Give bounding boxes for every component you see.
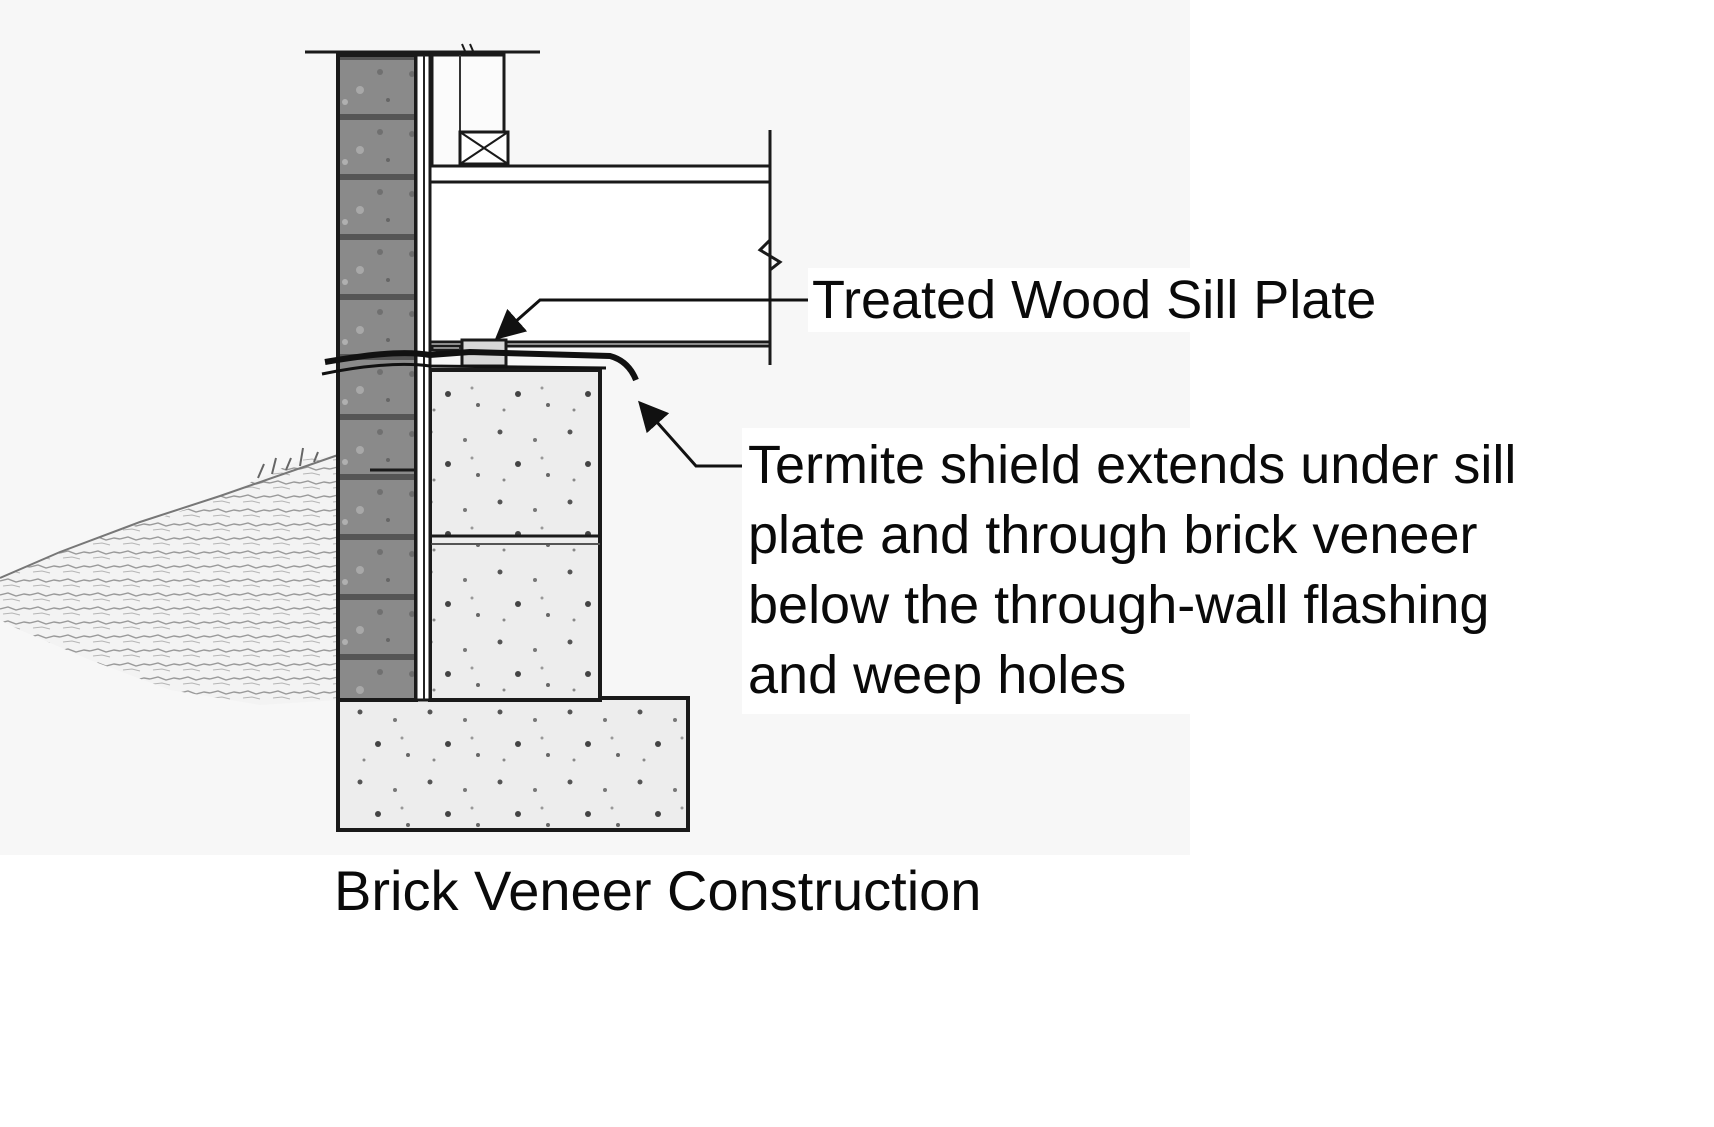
concrete-footing <box>336 696 690 832</box>
sill-plate-label: Treated Wood Sill Plate <box>808 268 1381 332</box>
soil-grade <box>0 455 338 705</box>
diagram-caption: Brick Veneer Construction <box>334 859 982 922</box>
termite-shield-label-line: below the through-wall flashing <box>748 575 1490 635</box>
termite-shield-label-line: Termite shield extends under sill <box>748 435 1517 495</box>
sill-plate-leader <box>494 298 808 340</box>
termite-shield-label-line: and weep holes <box>748 645 1127 705</box>
termite-shield <box>324 348 639 382</box>
brick-veneer <box>336 53 418 702</box>
termite-shield-label-line: plate and through brick veneer <box>748 505 1478 565</box>
termite-shield-leader <box>638 400 742 468</box>
termite-shield-label: Termite shield extends under sill plate … <box>742 428 1656 714</box>
floor-joist <box>428 164 772 348</box>
